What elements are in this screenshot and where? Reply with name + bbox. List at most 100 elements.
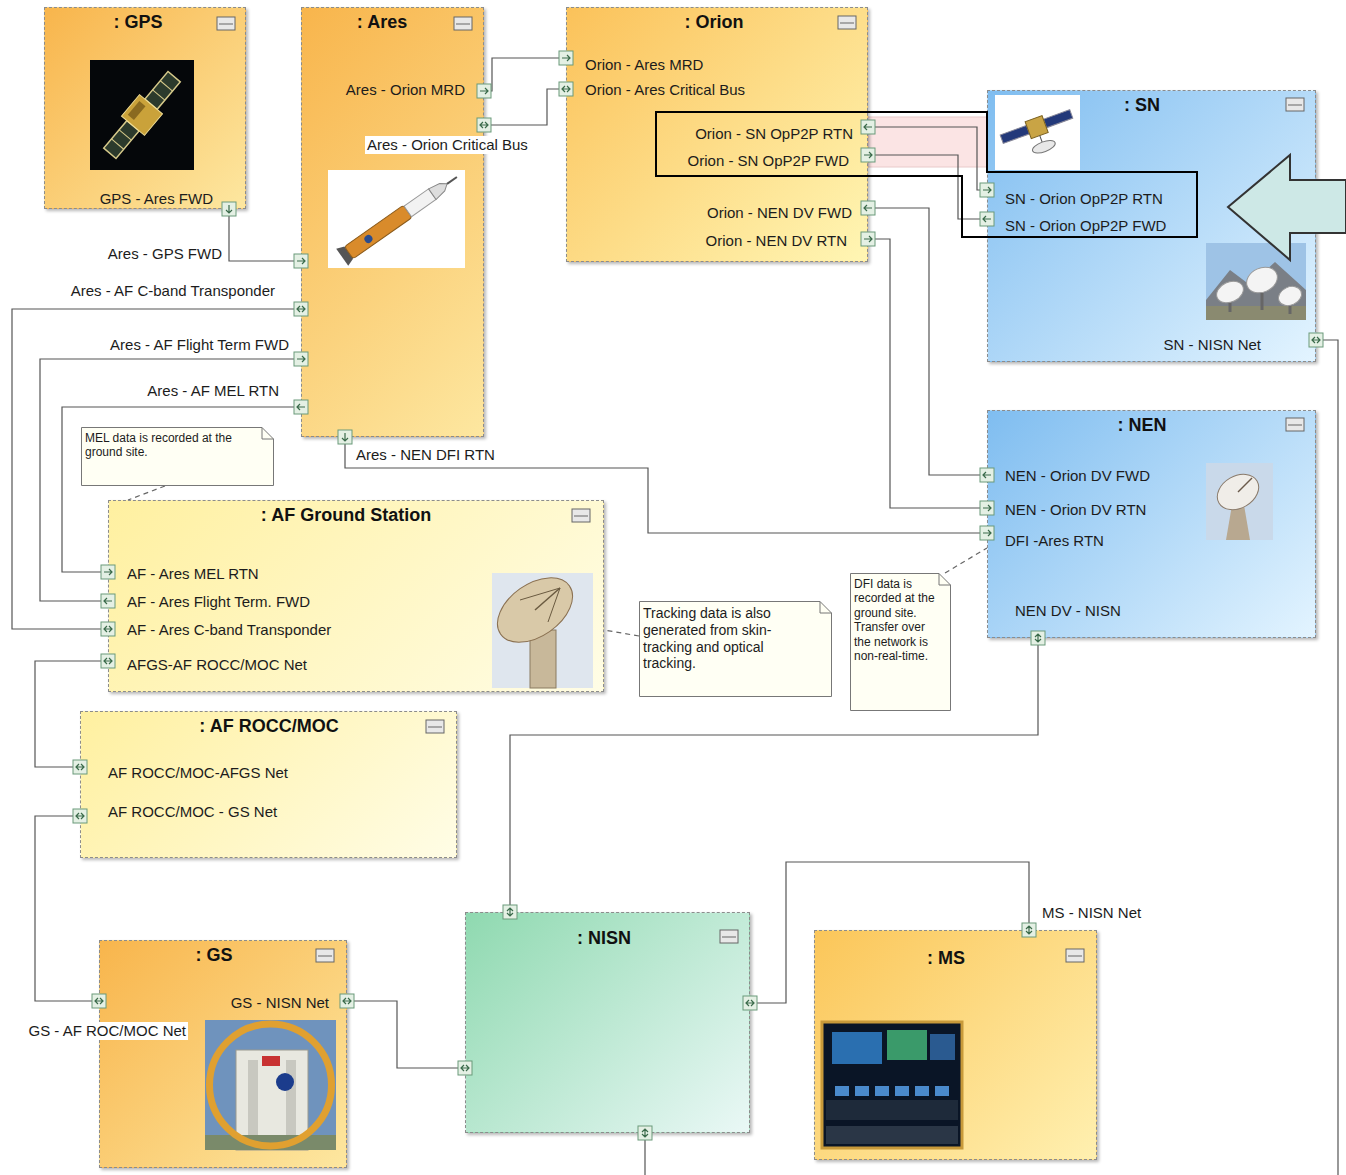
part-icon [316,949,334,962]
port-label: Orion - SN OpP2P RTN [695,125,853,143]
gps-satellite-photo [153,90,165,100]
port-symbol [294,302,308,316]
port-symbol [297,404,305,410]
port-symbol [340,994,354,1008]
part-icon [456,24,470,25]
port-symbol [559,82,573,96]
port-label: Ares - AF MEL RTN [147,382,279,400]
port-symbol [861,232,875,246]
port-label: NEN DV - NISN [1015,602,1121,620]
port-symbol [294,400,308,414]
port-label: Orion - Ares MRD [585,56,703,74]
text-slot: GPS - Ares FWD [100,190,213,208]
text-slot: SN - Orion OpP2P RTN [1005,190,1163,208]
part-icon [1286,98,1304,111]
ground-dish-photo [486,565,593,688]
ground-dish-photo [1261,286,1264,310]
connector [868,239,987,508]
part-icon [217,16,1304,962]
ground-dish-photo [1211,467,1265,517]
mission-control-photo [832,1032,882,1064]
port-symbol [92,994,106,1008]
port-label: Ares - NEN DFI RTN [356,446,495,464]
port-symbol [864,236,872,242]
ground-dish-photo [1206,262,1306,320]
port-symbol [559,82,573,96]
port-label: Orion - NEN DV RTN [706,232,847,250]
port-symbol [101,565,115,579]
text-slot: AF ROCC/MOC-AFGS Net [108,764,288,782]
port-label: AF - Ares Flight Term. FWD [127,593,310,611]
part-icon [454,17,472,30]
part-icon [1288,425,1302,426]
port-symbol [95,998,103,1004]
text-slot: : SN [1124,94,1160,116]
relay-satellite-picture [999,106,1081,164]
port-symbol [746,1000,754,1006]
ground-dish-photo [1242,262,1281,297]
port-label: Ares - Orion Critical Bus [365,136,530,154]
text-slot: Ares - AF Flight Term FWD [110,336,289,354]
part-icon [1286,418,1304,431]
mission-control-photo [822,1022,962,1148]
text-slot: : GS [195,944,232,966]
port-symbol [861,201,875,215]
port-label: AF ROCC/MOC-AFGS Net [108,764,288,782]
port-label: NEN - Orion DV FWD [1005,467,1150,485]
port-symbol [101,594,115,608]
text-slot: GS - AF ROC/MOC Net [26,1022,188,1040]
port-symbol [1312,337,1320,343]
port-symbol [101,654,115,668]
text-slot: NEN - Orion DV RTN [1005,501,1146,519]
port-symbol [342,433,348,441]
port-symbol [638,1126,652,1140]
text-slot: DFI data is recorded at the ground site.… [850,573,951,667]
connector [347,1001,465,1068]
port-label: Ares - AF C-band Transponder [71,282,275,300]
mission-control-photo [930,1034,955,1060]
port-symbol [101,654,115,668]
port-symbol [101,622,115,636]
note-text: DFI data is recorded at the ground site.… [854,577,939,663]
text-slot: : AF Ground Station [261,504,431,526]
text-slot: MEL data is recorded at the ground site. [81,427,274,464]
port-symbol [1309,333,1323,347]
port-symbol [343,998,351,1004]
text-slot: Ares - AF MEL RTN [147,382,279,400]
text-slot: Ares - GPS FWD [108,245,222,263]
mission-control-photo [935,1086,949,1096]
port-symbol [980,183,994,197]
part-icon [722,937,736,938]
port-label: Orion - NEN DV FWD [707,204,852,222]
port-symbol [1022,923,1036,937]
port-symbol [294,302,308,316]
port-symbol [297,258,305,264]
port-label: AFGS-AF ROCC/MOC Net [127,656,307,674]
port-symbol [461,1065,469,1071]
mission-control-photo [826,1126,958,1144]
port-symbol [73,809,87,823]
text-slot: : NISN [577,927,631,949]
connector [229,209,301,261]
port-symbol [864,205,872,211]
part-name: : MS [927,947,965,969]
ground-dish-photo [1206,463,1273,540]
port-symbol [480,88,488,94]
gps-satellite-photo [128,101,146,120]
port-label: AF ROCC/MOC - GS Net [108,803,277,821]
part-box: : GSGS - NISN NetGS - AF ROC/MOC Net [99,940,347,1168]
mission-control-photo [822,1022,962,1148]
mission-control-photo [895,1086,909,1096]
port-symbol [222,202,236,216]
relay-satellite-picture [995,95,1080,170]
part-name: : AF ROCC/MOC [199,715,338,737]
port-label: SN - Orion OpP2P RTN [1005,190,1163,208]
ground-dish-photo [1289,300,1292,314]
connector [868,208,987,475]
mission-control-photo [855,1086,869,1096]
ground-systems-photo [262,1056,280,1066]
port-symbol [297,306,305,312]
port-symbol [861,120,875,134]
part-box: : NENNEN - Orion DV FWDNEN - Orion DV RT… [987,410,1316,638]
part-icon [1068,956,1082,957]
